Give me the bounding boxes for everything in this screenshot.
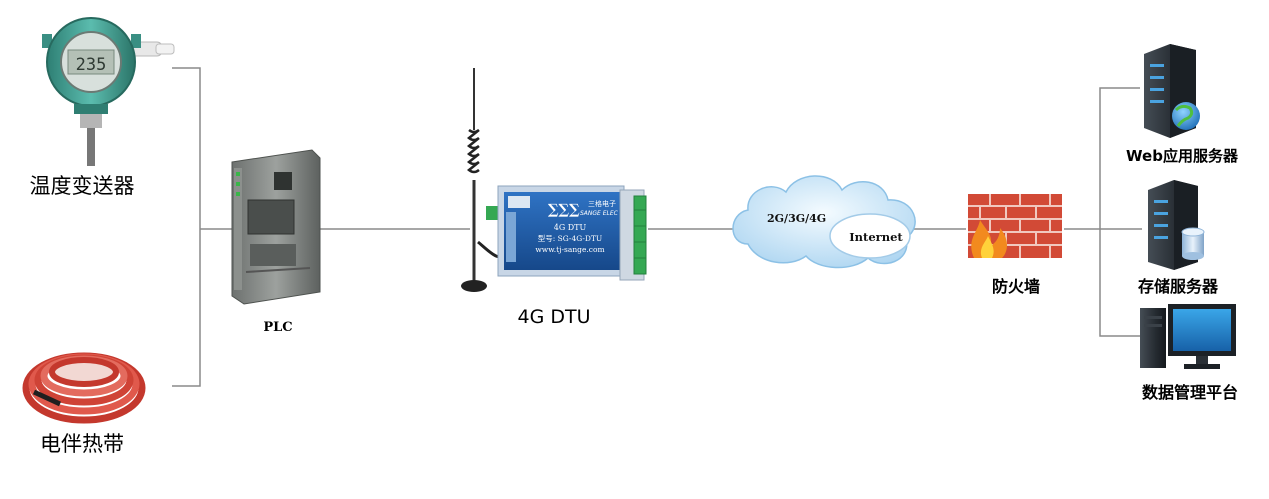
web-server-label: Web应用服务器 — [1126, 147, 1239, 165]
dtu-brand-en: SANGE ELEC — [580, 210, 619, 217]
firewall-label: 防火墙 — [992, 277, 1040, 296]
temp-transmitter-icon: 235 — [42, 17, 175, 166]
connection-lines — [172, 67, 1142, 387]
dtu-label: 4G DTU — [518, 306, 591, 328]
dtu-brand-cn: 三格电子 — [588, 199, 616, 208]
web-server-icon — [1144, 44, 1200, 138]
transmitter-link-line — [172, 67, 201, 387]
server-bus-line — [1099, 87, 1140, 337]
dtu-model-line: 型号: SG-4G-DTU — [538, 234, 603, 243]
dtu-device-icon: ∑∑∑ 三格电子 SANGE ELEC 4G DTU 型号: SG-4G-DTU… — [486, 185, 647, 281]
data-platform-label: 数据管理平台 — [1142, 383, 1238, 402]
dtu-logo: ∑∑∑ — [548, 202, 580, 218]
cloud-icon: 2G/3G/4G Internet — [732, 175, 916, 269]
plc-icon — [231, 149, 321, 305]
temp-transmitter-label: 温度变送器 — [30, 174, 135, 198]
antenna-icon — [461, 68, 510, 292]
cloud-internet-text: Internet — [849, 230, 903, 244]
transmitter-display-text: 235 — [76, 55, 107, 75]
cloud-network-text: 2G/3G/4G — [767, 212, 826, 225]
heat-tape-label: 电伴热带 — [40, 432, 124, 456]
data-platform-icon — [1140, 304, 1236, 369]
firewall-icon — [968, 194, 1062, 258]
heat-tape-icon — [22, 352, 146, 424]
plc-label: PLC — [263, 320, 292, 335]
storage-server-label: 存储服务器 — [1138, 277, 1219, 296]
dtu-model-title: 4G DTU — [554, 223, 587, 232]
storage-server-icon — [1148, 180, 1205, 270]
dtu-website: www.tj-sange.com — [535, 245, 604, 254]
